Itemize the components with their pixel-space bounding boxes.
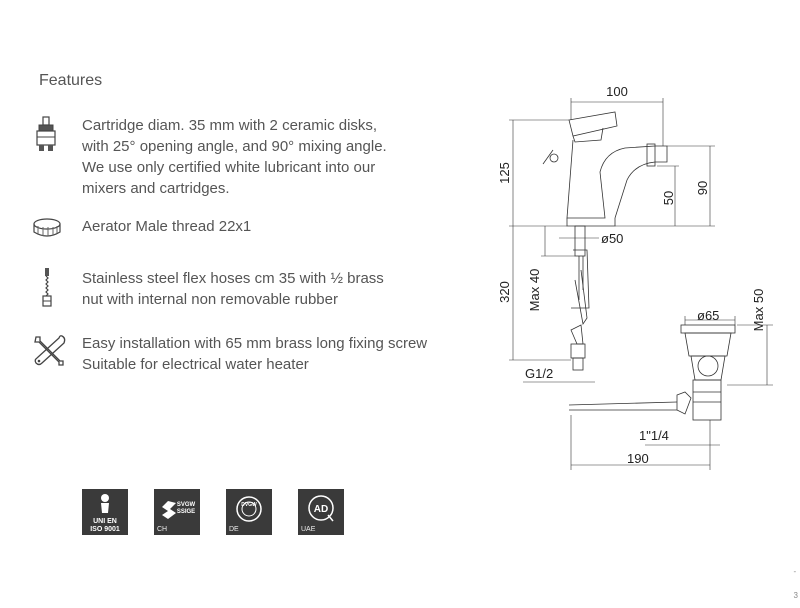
dim-inlet-thread: G1/2 [525, 366, 553, 381]
feature-hoses-text: Stainless steel flex hoses cm 35 with ½ … [82, 268, 452, 310]
dim-waste-thread: 1"1/4 [639, 428, 669, 443]
technical-drawing: 100 125 90 50 ø50 320 Max 40 G1/2 ø65 Ma… [497, 84, 773, 470]
cert-text: SVGW [177, 502, 196, 508]
flex-hose-icon [30, 268, 70, 308]
dvgw-certification-icon: DVGW DE [226, 489, 272, 535]
dim-waste-max: Max 50 [751, 289, 766, 332]
cert-label: UAE [301, 526, 316, 533]
feature-line: nut with internal non removable rubber [82, 291, 338, 308]
cert-text: SSIGE [177, 509, 195, 515]
cert-text: DVGW [241, 502, 257, 508]
features-heading: Features [39, 72, 103, 89]
cert-text: AD [314, 504, 328, 515]
dim-base-diameter: ø50 [601, 231, 623, 246]
aerator-icon [30, 216, 70, 256]
dim-max-thickness: Max 40 [527, 269, 542, 312]
dim-height-total: 125 [497, 162, 512, 184]
dim-hose-length: 320 [497, 281, 512, 303]
dim-width-top: 100 [606, 84, 628, 99]
feature-line: with 25° opening angle, and 90° mixing a… [82, 138, 387, 155]
page-marks: - 3 [794, 560, 798, 608]
cert-label: CH [157, 526, 168, 533]
cert-text: ISO 9001 [90, 526, 120, 533]
cert-text: UNI EN [93, 518, 117, 525]
dim-height-outlet: 50 [661, 191, 676, 205]
dim-rod-length: 190 [627, 451, 649, 466]
svgw-certification-icon: SVGW SSIGE CH [154, 489, 200, 535]
feature-line: Easy installation with 65 mm brass long … [82, 335, 428, 352]
dim-height-spout: 90 [695, 181, 710, 195]
feature-aerator-text: Aerator Male thread 22x1 [82, 216, 452, 237]
cartridge-icon [30, 115, 70, 155]
tools-icon [30, 333, 70, 373]
feature-line: Aerator Male thread 22x1 [82, 218, 252, 235]
ad-certification-icon: AD UAE [298, 489, 344, 535]
feature-line: Cartridge diam. 35 mm with 2 ceramic dis… [82, 117, 378, 134]
cert-label: DE [229, 526, 239, 533]
page-mark: - [793, 567, 797, 576]
feature-line: Stainless steel flex hoses cm 35 with ½ … [82, 270, 384, 287]
feature-installation-text: Easy installation with 65 mm brass long … [82, 333, 452, 375]
feature-line: We use only certified white lubricant in… [82, 159, 376, 176]
iso-certification-icon: UNI EN ISO 9001 [82, 489, 128, 535]
dim-waste-diameter: ø65 [697, 308, 719, 323]
feature-cartridge-text: Cartridge diam. 35 mm with 2 ceramic dis… [82, 115, 452, 199]
feature-line: Suitable for electrical water heater [82, 356, 309, 373]
feature-line: mixers and cartridges. [82, 180, 230, 197]
page-mark: 3 [793, 591, 798, 600]
